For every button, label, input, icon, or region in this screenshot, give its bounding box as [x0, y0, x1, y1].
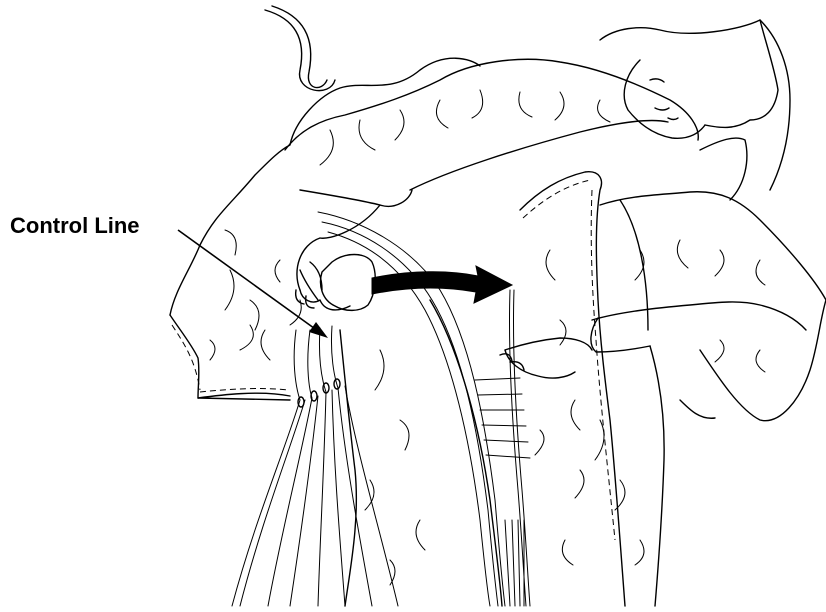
left-packer-head: [600, 20, 790, 190]
curved-arrow-icon: [372, 266, 512, 303]
pointer-arrow-icon: [178, 230, 328, 338]
control-line-label: Control Line: [10, 213, 140, 238]
connector-links: [298, 379, 340, 407]
draped-canopy-cloth: [170, 58, 480, 400]
right-packer: [500, 192, 826, 606]
left-packer-arm: [285, 59, 698, 310]
loose-suspension-lines: [232, 326, 398, 606]
left-packer-hand: [296, 255, 376, 311]
